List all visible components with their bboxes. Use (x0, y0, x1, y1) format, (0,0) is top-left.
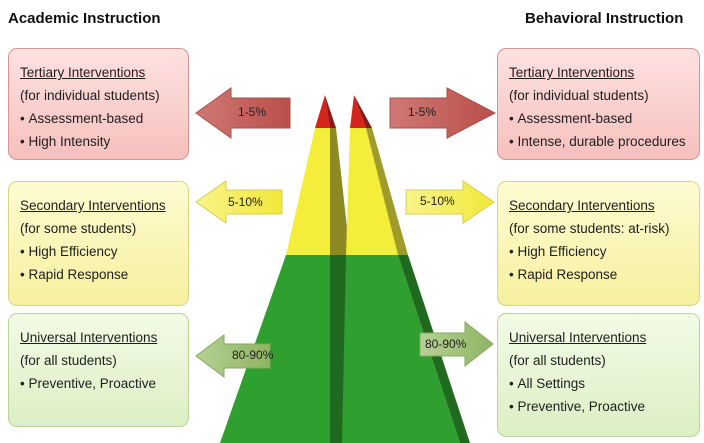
behavioral-secondary-bullet-2: Rapid Response (509, 263, 699, 286)
academic-universal-box: Universal Interventions (for all student… (8, 313, 189, 427)
right-arrow-tertiary (389, 87, 497, 139)
left-universal-percent-label: 80-90% (232, 348, 274, 362)
right-pyramid-middle-shade (366, 128, 408, 255)
left-arrow-tertiary (195, 87, 291, 139)
left-arrow-secondary (195, 180, 283, 224)
academic-secondary-heading: Secondary Interventions (20, 198, 166, 213)
behavioral-universal-bullet-1: All Settings (509, 372, 699, 395)
right-pyramid-base (342, 255, 460, 443)
left-arrow-universal (195, 334, 271, 378)
behavioral-tertiary-bullet-1: Assessment-based (509, 107, 699, 130)
behavioral-secondary-audience: (for some students: at-risk) (509, 221, 670, 236)
right-arrow-universal (419, 320, 494, 368)
behavioral-secondary-bullet-1: High Efficiency (509, 240, 699, 263)
academic-secondary-box: Secondary Interventions (for some studen… (8, 181, 189, 306)
academic-universal-audience: (for all students) (20, 353, 117, 368)
academic-universal-heading: Universal Interventions (20, 330, 158, 345)
left-tertiary-percent-label: 1-5% (238, 105, 267, 119)
right-pyramid-tip (350, 95, 366, 128)
right-universal-percent-label: 80-90% (425, 337, 467, 351)
behavioral-universal-audience: (for all students) (509, 353, 606, 368)
left-pyramid-tip-shade (325, 95, 336, 128)
left-pyramid-base (220, 255, 330, 443)
academic-instruction-title: Academic Instruction (8, 10, 161, 27)
left-pyramid-middle-shade (330, 128, 350, 255)
behavioral-tertiary-box: Tertiary Interventions (for individual s… (497, 48, 700, 160)
behavioral-tertiary-bullet-2: Intense, durable procedures (509, 130, 699, 153)
academic-tertiary-box: Tertiary Interventions (for individual s… (8, 48, 189, 160)
academic-universal-bullet-1: Preventive, Proactive (20, 372, 188, 395)
right-secondary-percent-label: 5-10% (420, 194, 455, 208)
academic-secondary-bullet-1: High Efficiency (20, 240, 188, 263)
academic-secondary-bullet-2: Rapid Response (20, 263, 188, 286)
right-pyramid-tip-shade (354, 95, 372, 128)
right-arrow-secondary (405, 180, 495, 224)
right-pyramid-middle (346, 128, 398, 255)
behavioral-universal-heading: Universal Interventions (509, 330, 647, 345)
academic-tertiary-bullet-1: Assessment-based (20, 107, 188, 130)
academic-tertiary-heading: Tertiary Interventions (20, 65, 146, 80)
right-pyramid (342, 95, 470, 443)
behavioral-secondary-box: Secondary Interventions (for some studen… (497, 181, 700, 306)
right-tertiary-percent-label: 1-5% (408, 105, 437, 119)
behavioral-tertiary-heading: Tertiary Interventions (509, 65, 635, 80)
behavioral-secondary-heading: Secondary Interventions (509, 198, 655, 213)
left-secondary-percent-label: 5-10% (228, 195, 263, 209)
behavioral-instruction-title: Behavioral Instruction (525, 10, 684, 27)
left-pyramid-middle (286, 128, 330, 255)
behavioral-tertiary-audience: (for individual students) (509, 88, 649, 103)
academic-secondary-audience: (for some students) (20, 221, 137, 236)
academic-tertiary-audience: (for individual students) (20, 88, 160, 103)
academic-tertiary-bullet-2: High Intensity (20, 130, 188, 153)
behavioral-universal-bullet-2: Preventive, Proactive (509, 395, 699, 418)
behavioral-universal-box: Universal Interventions (for all student… (497, 313, 700, 437)
